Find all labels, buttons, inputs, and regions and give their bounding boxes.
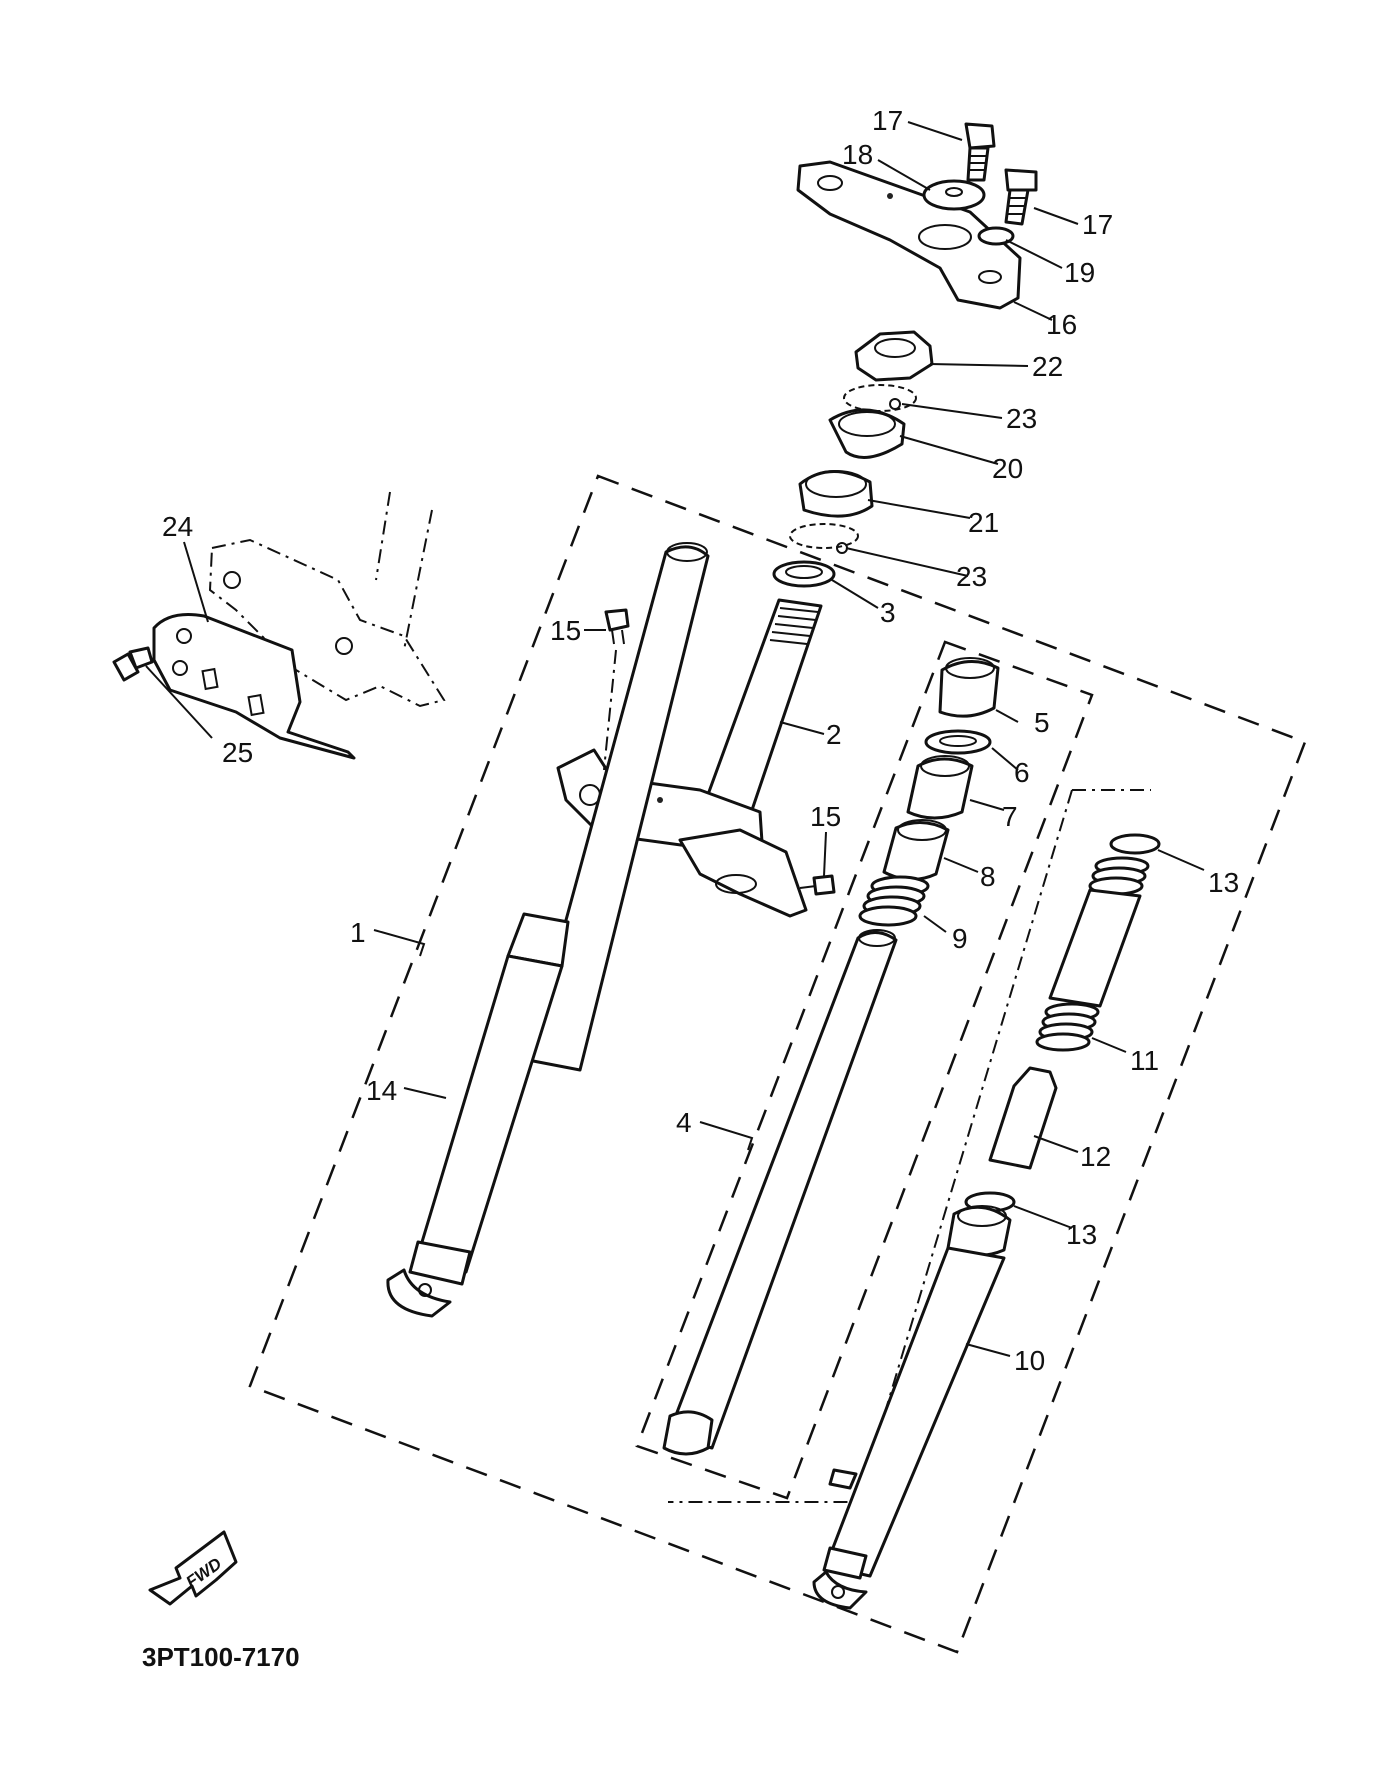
callout-6: 6 — [1014, 757, 1030, 788]
callout-5: 5 — [1034, 707, 1050, 738]
callout-18: 18 — [842, 139, 873, 170]
leader-lines — [145, 121, 1205, 1357]
callout-14: 14 — [366, 1075, 397, 1106]
bushing — [906, 755, 974, 820]
callout-12: 12 — [1080, 1141, 1111, 1172]
callout-17: 17 — [872, 105, 903, 136]
callout-9: 9 — [952, 923, 968, 954]
callout-13: 13 — [1066, 1219, 1097, 1250]
callout-16: 16 — [1046, 309, 1077, 340]
callout-10: 10 — [1014, 1345, 1045, 1376]
forward-arrow-icon: FWD — [148, 1530, 238, 1606]
oil-seal — [938, 657, 1000, 718]
ball-race-ring — [843, 384, 917, 412]
callout-8: 8 — [980, 861, 996, 892]
steering-stem — [704, 598, 823, 812]
ball-race-upper — [828, 408, 906, 459]
callout-13: 13 — [1208, 867, 1239, 898]
callout-25: 25 — [222, 737, 253, 768]
callout-2: 2 — [826, 719, 842, 750]
damper-spring — [1035, 856, 1150, 1052]
callout-24: 24 — [162, 511, 193, 542]
fork-leg-assembly-boundary — [635, 640, 1094, 1500]
taper-spindle — [988, 1066, 1058, 1170]
ball-race-seat — [772, 560, 836, 588]
bushing — [882, 819, 950, 881]
callout-11: 11 — [1130, 1045, 1159, 1076]
callout-22: 22 — [1032, 351, 1063, 382]
callout-15: 15 — [550, 615, 581, 646]
bolt — [964, 122, 996, 182]
callout-23: 23 — [1006, 403, 1037, 434]
callout-4: 4 — [676, 1107, 692, 1138]
inner-tube — [662, 929, 898, 1456]
callout-7: 7 — [1002, 801, 1018, 832]
bracket — [152, 613, 356, 760]
fork-leg — [386, 542, 710, 1318]
callout-17: 17 — [1082, 209, 1113, 240]
washer — [922, 179, 986, 211]
spring — [858, 875, 930, 927]
washer — [977, 226, 1015, 246]
bolt — [799, 874, 836, 896]
callout-1: 1 — [350, 917, 366, 948]
fork-assembly-boundary — [248, 474, 1307, 1654]
outer-tube — [812, 1205, 1012, 1610]
callout-19: 19 — [1064, 257, 1095, 288]
bolt — [603, 608, 630, 771]
callout-3: 3 — [880, 597, 896, 628]
circlip — [924, 729, 992, 755]
bolt — [112, 646, 154, 682]
callouts: 17 18 17 19 16 22 23 20 21 23 3 24 25 15… — [162, 105, 1239, 1376]
ball-race-lower — [798, 470, 874, 518]
callout-23: 23 — [956, 561, 987, 592]
ring-nut — [854, 330, 934, 382]
drawing-code: 3PT100-7170 — [142, 1642, 300, 1672]
callout-21: 21 — [968, 507, 999, 538]
damper-group-bracket — [668, 789, 1151, 1503]
bolt — [1004, 168, 1038, 226]
callout-15: 15 — [810, 801, 841, 832]
callout-20: 20 — [992, 453, 1023, 484]
frame-reference — [208, 491, 446, 708]
circlip — [1109, 833, 1161, 855]
